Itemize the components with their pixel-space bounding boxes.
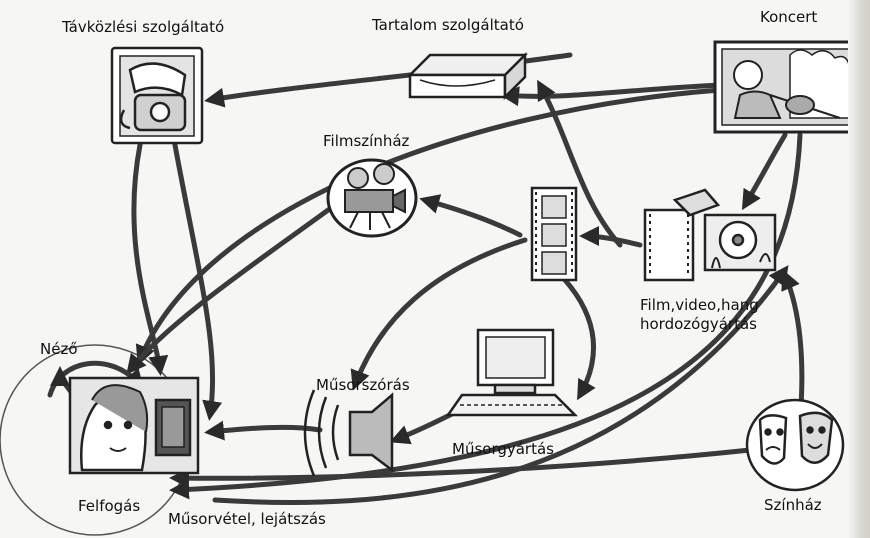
flow-filmszinhaz-to-nezo <box>130 205 335 370</box>
flow-film-to-musorgyartas <box>565 280 594 395</box>
flow-tavkozlesi-to-nezo-2 <box>134 145 160 370</box>
speaker-icon <box>305 390 392 476</box>
label-tartalom: Tartalom szolgáltató <box>372 16 524 34</box>
label-koncert: Koncert <box>760 8 817 26</box>
theater-masks-icon <box>747 400 843 490</box>
viewer-icon <box>70 378 198 473</box>
server-icon <box>410 55 525 97</box>
telephone-icon <box>112 48 202 143</box>
label-musorszoras: Műsorszórás <box>316 376 410 394</box>
computer-icon <box>448 330 575 415</box>
film-projector-icon <box>328 160 416 236</box>
flow-koncert-to-hordozo <box>745 135 785 205</box>
concert-icon <box>715 42 863 132</box>
label-film-video: Film,video,hang hordozógyártás <box>640 296 800 334</box>
film-strip-icon <box>532 188 576 280</box>
flow-hordozo-to-film <box>585 236 640 245</box>
label-felfogas: Felfogás <box>78 497 140 515</box>
page-edge <box>848 0 870 538</box>
label-nezo: Néző <box>40 340 78 358</box>
media-production-icon <box>645 190 775 280</box>
label-szinhaz: Színház <box>764 496 822 514</box>
flow-koncert-to-nezo <box>140 90 720 360</box>
label-tavkozlesi: Távközlési szolgáltató <box>62 18 224 36</box>
label-musorgyartas: Műsorgyártás <box>452 440 554 458</box>
flow-film-to-filmszinhaz <box>425 200 520 235</box>
label-musorvetel: Műsorvétel, lejátszás <box>168 510 326 528</box>
label-filmszinhaz: Filmszínház <box>323 132 409 150</box>
flow-musorszoras-to-nezo <box>210 427 320 432</box>
